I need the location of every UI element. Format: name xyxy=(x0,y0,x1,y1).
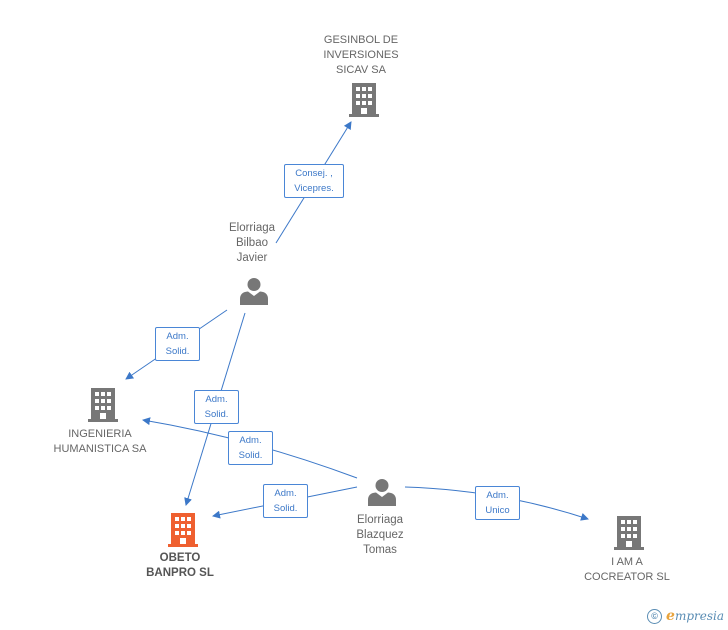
building-icon[interactable] xyxy=(88,388,118,422)
node-label-obeto[interactable]: OBETO BANPRO SL xyxy=(146,552,214,579)
edge-label-tomas-iamacocreator: Adm. Unico xyxy=(475,486,520,520)
edge-label-tomas-obeto: Adm. Solid. xyxy=(263,484,308,518)
brand-initial: e xyxy=(666,608,675,624)
brand-name: mpresia xyxy=(674,609,724,623)
node-label-iamacocreator[interactable]: I AM A COCREATOR SL xyxy=(584,556,670,583)
edge-label-tomas-ingenieria: Adm. Solid. xyxy=(228,431,273,465)
node-label-gesinbol[interactable]: GESINBOL DE INVERSIONES SICAV SA xyxy=(323,34,399,76)
node-label-elorriaga-javier[interactable]: Elorriaga Bilbao Javier xyxy=(228,222,276,264)
building-icon[interactable] xyxy=(168,513,198,547)
copyright-icon: © xyxy=(647,608,663,624)
person-icon[interactable] xyxy=(240,278,268,305)
person-icon[interactable] xyxy=(368,479,396,506)
building-icon[interactable] xyxy=(349,83,379,117)
edge-label-javier-gesinbol: Consej. , Vicepres. xyxy=(284,164,344,198)
edge-label-javier-ingenieria: Adm. Solid. xyxy=(155,327,200,361)
building-icon[interactable] xyxy=(614,516,644,550)
node-label-ingenieria[interactable]: INGENIERIA HUMANISTICA SA xyxy=(53,428,147,455)
node-label-elorriaga-tomas[interactable]: Elorriaga Blazquez Tomas xyxy=(356,514,404,556)
brand-logo[interactable]: empresia xyxy=(666,608,724,624)
edge-label-javier-obeto: Adm. Solid. xyxy=(194,390,239,424)
footer-brand: © empresia xyxy=(647,608,724,624)
